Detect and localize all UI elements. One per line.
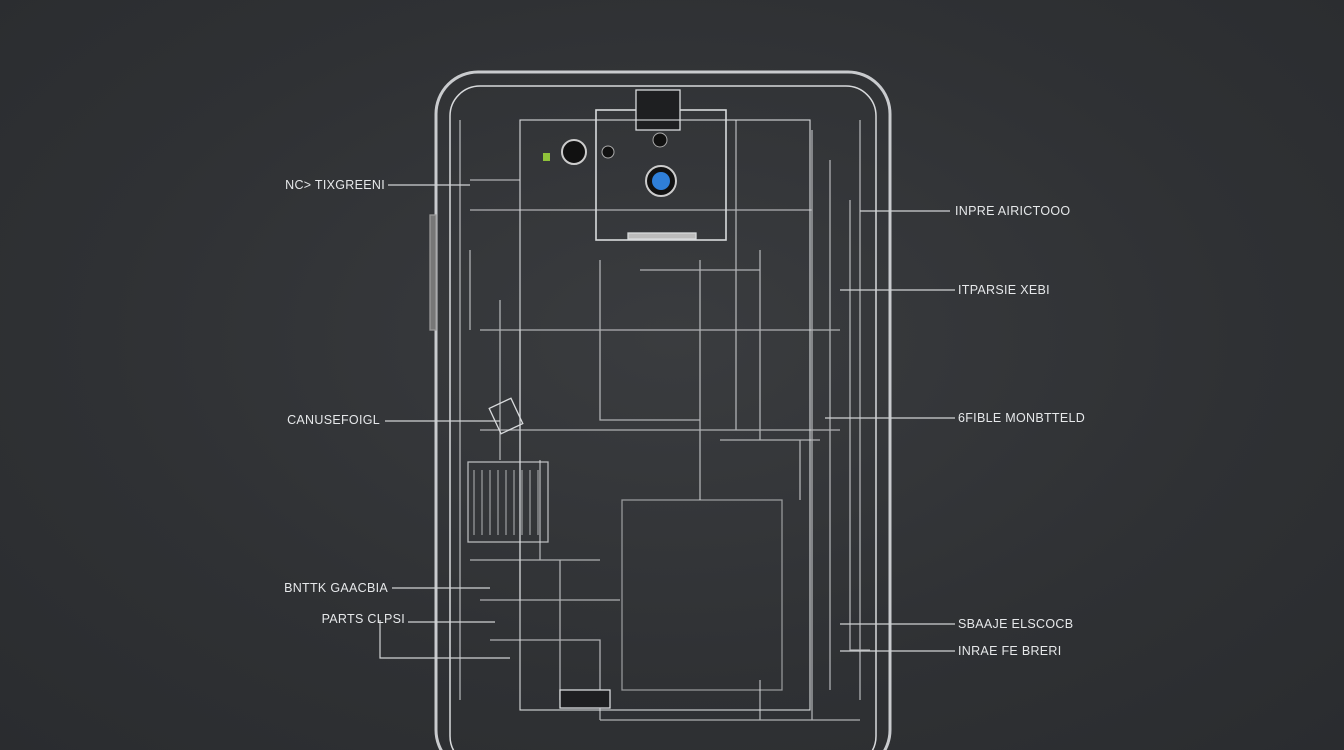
label-right-4: SBAAJE ELSCOCB bbox=[958, 617, 1074, 631]
label-right-1: INPRE AIRICTOOO bbox=[955, 204, 1071, 218]
camera-lenses bbox=[543, 132, 677, 197]
heat-fin-lines bbox=[473, 470, 539, 535]
main-lens bbox=[561, 139, 587, 165]
label-right-3: 6FIBLE MONBTTELD bbox=[958, 411, 1086, 425]
label-left-4: PARTS CLPSI bbox=[321, 612, 405, 626]
label-left-1: NC> TIXGREENI bbox=[285, 178, 385, 192]
battery bbox=[621, 499, 783, 691]
small-lens bbox=[601, 145, 615, 159]
label-right-5: INRAE FE BRERI bbox=[958, 644, 1062, 658]
label-left-2: CANUSEFOIGL bbox=[287, 413, 380, 427]
sim-tray bbox=[488, 397, 524, 435]
phone-outer-shell bbox=[434, 70, 892, 750]
sensor-lens bbox=[652, 132, 668, 148]
leader-lines bbox=[379, 184, 955, 659]
flash-slot bbox=[627, 232, 697, 240]
connector-bottom bbox=[559, 689, 611, 709]
phone-inner-frame bbox=[449, 85, 877, 750]
label-left-3: BNTTK GAACBIA bbox=[284, 581, 388, 595]
blue-lens-glass bbox=[652, 172, 670, 190]
circuit-traces bbox=[459, 120, 870, 721]
camera-bump bbox=[635, 89, 681, 131]
heat-fins bbox=[467, 461, 549, 543]
label-right-2: ITPARSIE XEBI bbox=[958, 283, 1050, 297]
side-button bbox=[429, 214, 437, 331]
green-indicator bbox=[543, 153, 550, 161]
logic-board bbox=[519, 119, 811, 711]
